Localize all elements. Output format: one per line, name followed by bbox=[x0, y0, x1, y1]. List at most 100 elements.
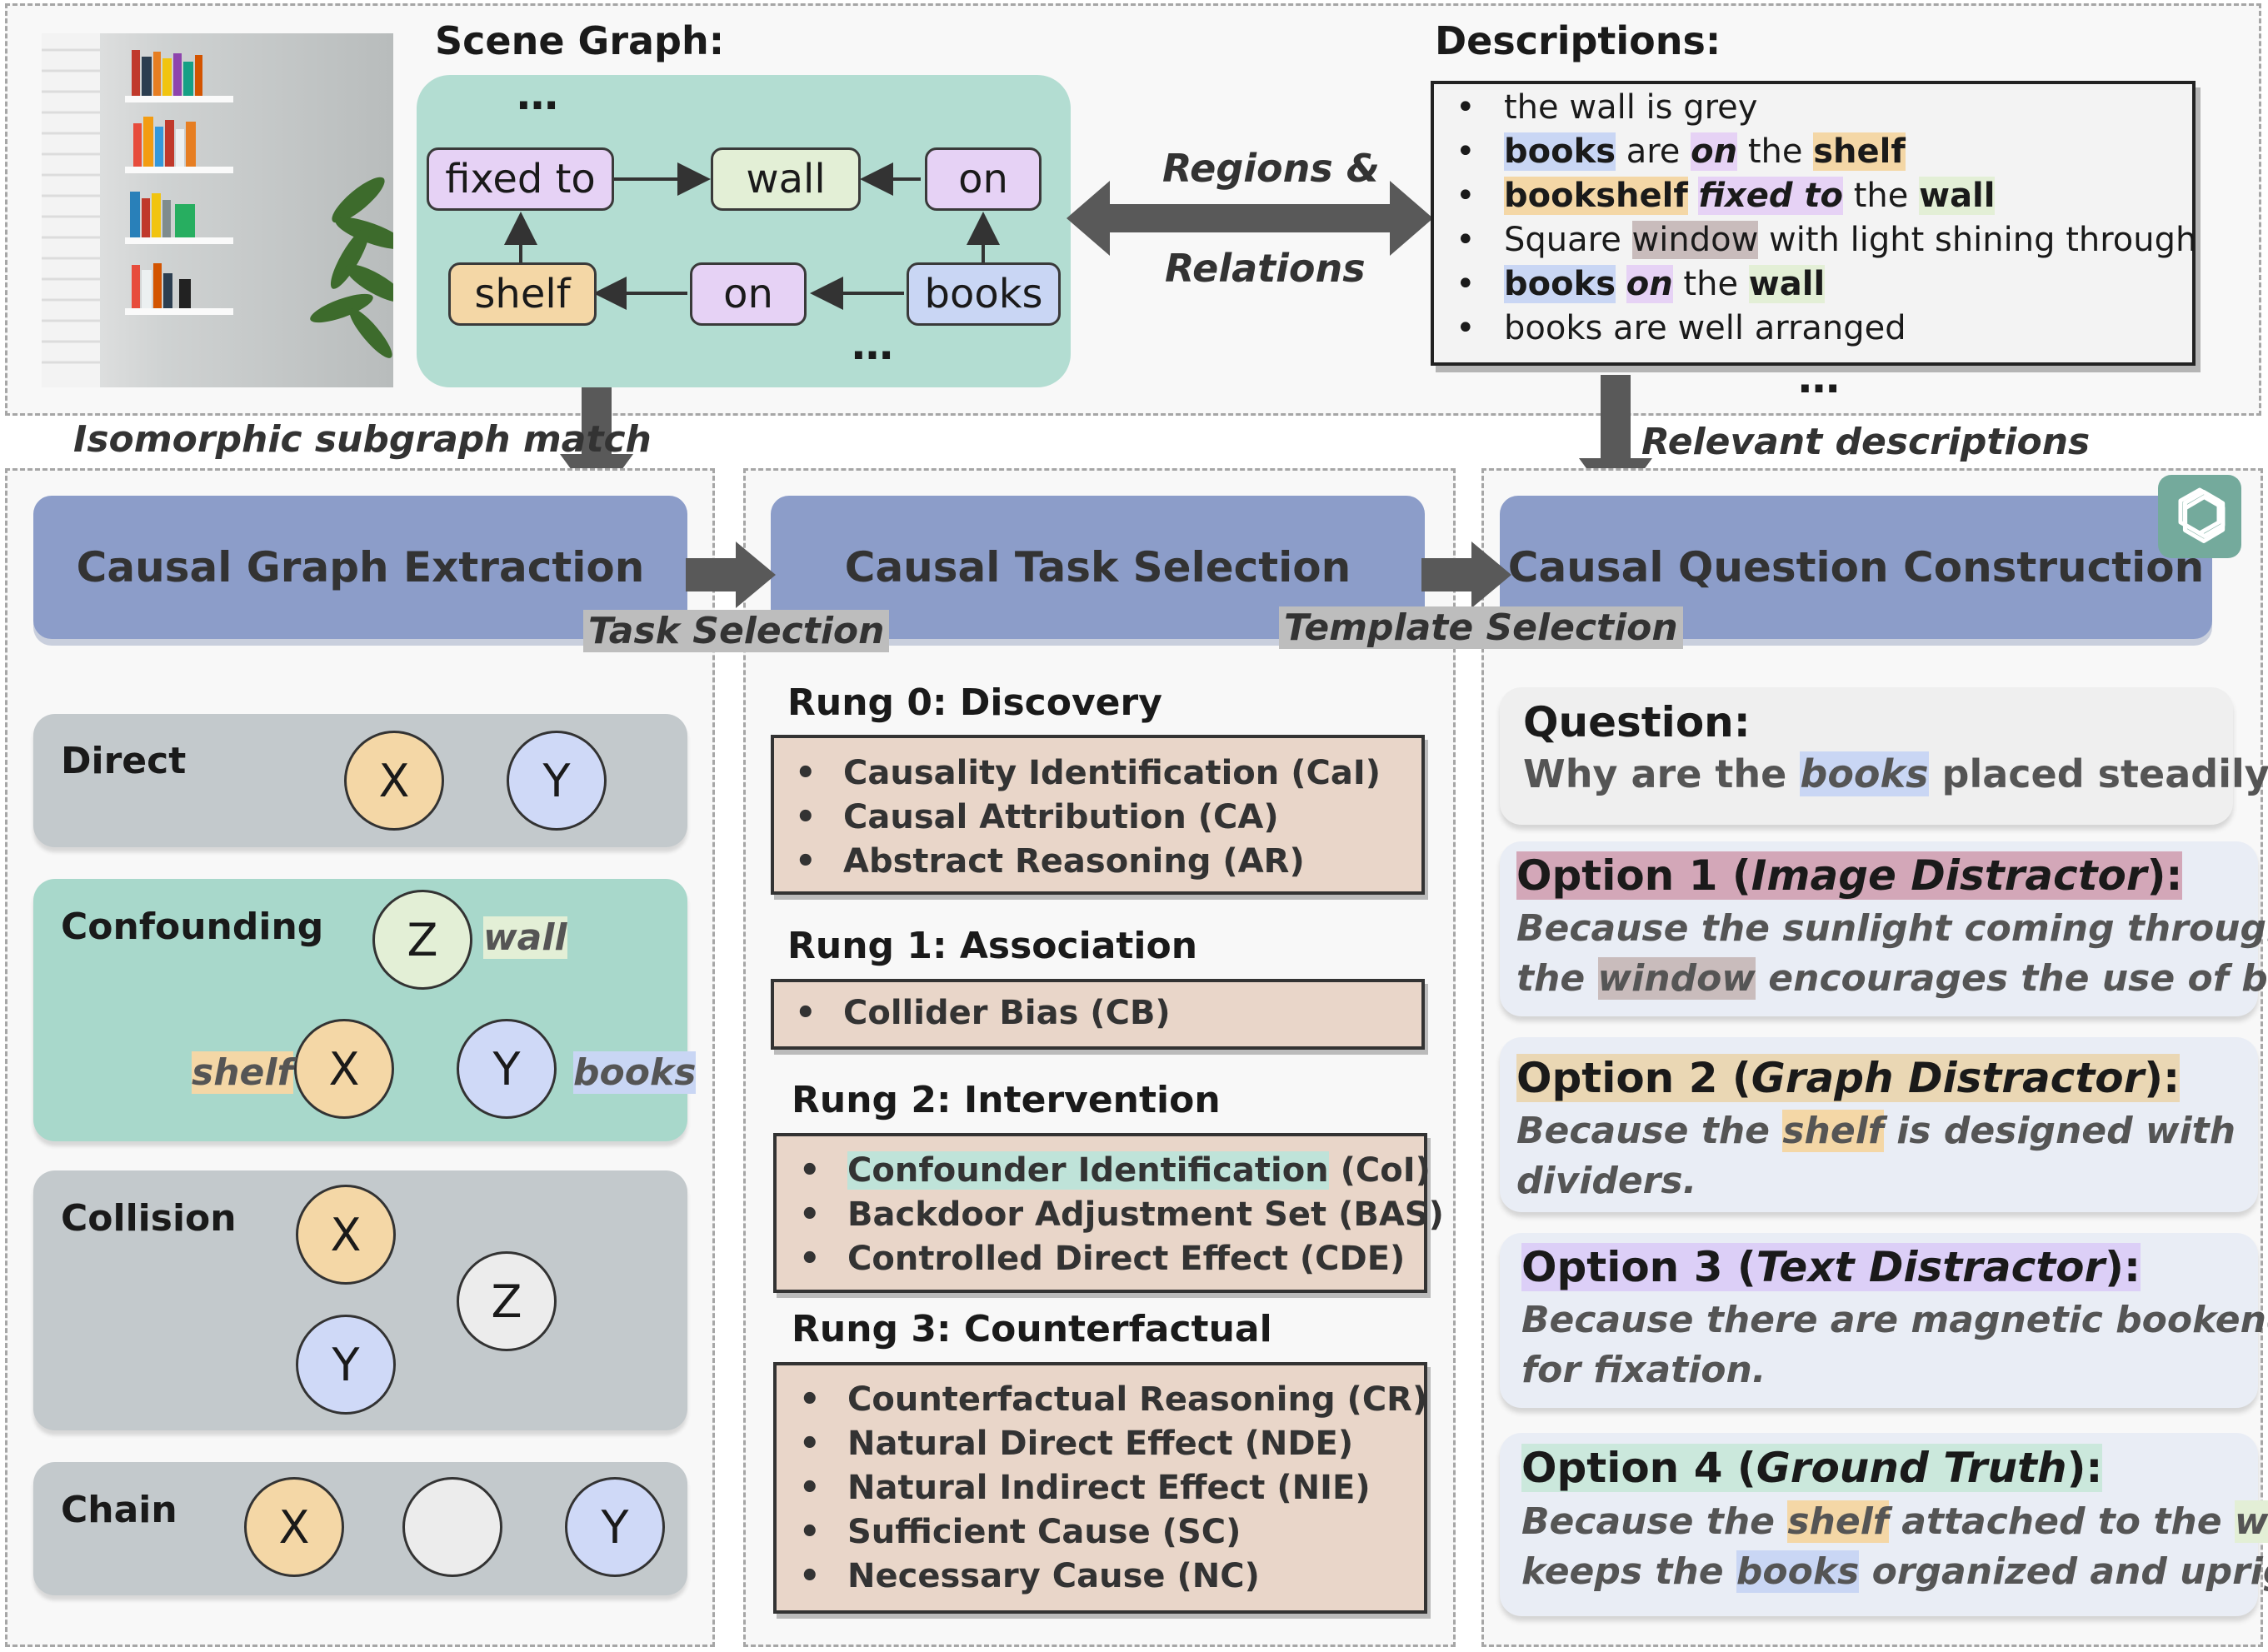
rung-item-text: Necessary Cause (NC) bbox=[847, 1557, 1260, 1595]
hl-on: on bbox=[1691, 132, 1738, 171]
hl-wall: wall bbox=[2234, 1500, 2268, 1543]
option-text: the bbox=[1516, 957, 1598, 1000]
option-text: organized and upright bbox=[1871, 1550, 2268, 1593]
header-construction: Causal Question Construction bbox=[1500, 496, 2212, 639]
node-shelf: shelf bbox=[448, 262, 597, 326]
bullet: • bbox=[1456, 177, 1476, 215]
label-shelf: shelf bbox=[192, 1051, 293, 1094]
arrow-selection-construction bbox=[1421, 542, 1511, 608]
bullet: • bbox=[799, 1425, 821, 1463]
rung-3-item-1: •Counterfactual Reasoning (CR) bbox=[799, 1380, 1428, 1419]
node-mediator bbox=[402, 1477, 502, 1577]
hl-bookshelf: bookshelf bbox=[1504, 177, 1688, 215]
option-close: ): bbox=[2144, 1054, 2181, 1102]
rung-2-item-1: • Confounder Identification (CoI) bbox=[799, 1151, 1431, 1190]
rung-item-text: Causality Identification (CaI) bbox=[843, 754, 1381, 792]
rung-item-text: Natural Indirect Effect (NIE) bbox=[847, 1469, 1371, 1507]
desc-item-5: •books on the wall bbox=[1456, 265, 1826, 303]
node-z: Z bbox=[457, 1251, 557, 1351]
option-4-line-1: Because the shelf attached to the wall bbox=[1521, 1497, 2268, 1547]
bookshelf-photo bbox=[42, 33, 393, 387]
desc-item-4: •Square window with light shining throug… bbox=[1456, 221, 2196, 259]
option-1-line-2: the window encourages the use of books. bbox=[1516, 954, 2268, 1004]
option-text: is designed with bbox=[1883, 1110, 2236, 1152]
rung-item-text: Natural Direct Effect (NDE) bbox=[847, 1425, 1354, 1463]
label-books: books bbox=[573, 1051, 697, 1094]
bullet: • bbox=[1456, 221, 1476, 259]
node-x: X bbox=[294, 1019, 394, 1119]
rung-item-text: Controlled Direct Effect (CDE) bbox=[847, 1240, 1406, 1278]
option-2-title: Option 2 (Graph Distractor): bbox=[1516, 1054, 2181, 1102]
double-arrow bbox=[1067, 181, 1433, 256]
bullet: • bbox=[799, 1469, 821, 1507]
option-2-line-2: dividers. bbox=[1516, 1160, 1697, 1202]
question-label: Question: bbox=[1523, 698, 1751, 746]
scene-graph-title: Scene Graph: bbox=[435, 18, 725, 63]
desc-text: are bbox=[1616, 132, 1691, 171]
option-2-line-1: Because the shelf is designed with bbox=[1516, 1106, 2236, 1156]
hl-wall: wall bbox=[1919, 177, 1996, 215]
bullet: • bbox=[1456, 88, 1476, 127]
bullet: • bbox=[795, 994, 817, 1032]
option-label: Option 3 ( bbox=[1521, 1243, 1756, 1291]
option-kind: Image Distractor bbox=[1751, 851, 2147, 900]
desc-text: books are well arranged bbox=[1504, 309, 1906, 347]
rung-1-item-1: • Collider Bias (CB) bbox=[795, 994, 1171, 1032]
node-x: X bbox=[296, 1185, 396, 1285]
bullet: • bbox=[799, 1557, 821, 1595]
option-kind: Ground Truth bbox=[1756, 1444, 2067, 1492]
bullet: • bbox=[795, 798, 817, 836]
option-close: ): bbox=[2066, 1444, 2103, 1492]
node-y: Y bbox=[296, 1315, 396, 1415]
hl-fixed-to: fixed to bbox=[1698, 177, 1844, 215]
hl-wall: wall bbox=[1748, 265, 1826, 303]
node-z: Z bbox=[372, 890, 472, 990]
tag-task-selection: Task Selection bbox=[583, 610, 890, 652]
desc-item-2: •books are on the shelf bbox=[1456, 132, 1906, 171]
rung-2-item-3: •Controlled Direct Effect (CDE) bbox=[799, 1240, 1406, 1278]
arrow-extraction-selection bbox=[686, 542, 776, 608]
option-1-line-1: Because the sunlight coming through bbox=[1516, 907, 2268, 950]
bullet: • bbox=[1456, 132, 1476, 171]
rung-item-suffix: (CoI) bbox=[1328, 1151, 1431, 1190]
node-x: X bbox=[244, 1477, 344, 1577]
desc-text: the bbox=[1843, 177, 1920, 215]
label-wall: wall bbox=[483, 916, 567, 959]
rung-2-item-2: •Backdoor Adjustment Set (BAS) bbox=[799, 1195, 1444, 1234]
node-y: Y bbox=[565, 1477, 665, 1577]
rung-item-text: Causal Attribution (CA) bbox=[843, 798, 1279, 836]
option-text: encourages the use of books. bbox=[1768, 957, 2268, 1000]
graph-title-direct: Direct bbox=[61, 740, 187, 782]
hl-shelf: shelf bbox=[1782, 1110, 1884, 1152]
descriptions-title: Descriptions: bbox=[1435, 18, 1721, 63]
desc-text: Square bbox=[1504, 221, 1632, 259]
rung-3-item-5: • Necessary Cause (NC) bbox=[799, 1557, 1260, 1595]
question-text-1: Why are the bbox=[1523, 751, 1801, 796]
option-label: Option 1 ( bbox=[1516, 851, 1751, 900]
hl-window: window bbox=[1597, 957, 1756, 1000]
rung-0-title: Rung 0: Discovery bbox=[787, 681, 1162, 724]
option-text: Because the bbox=[1521, 1500, 1788, 1543]
option-4-line-2: keeps the books organized and upright bbox=[1521, 1547, 2268, 1597]
desc-text: the bbox=[1737, 132, 1814, 171]
desc-item-3: • bookshelf fixed to the wall bbox=[1456, 177, 1996, 215]
ellipsis-top: … bbox=[517, 71, 558, 119]
ellipsis-bottom: … bbox=[852, 321, 893, 369]
graph-title-collision: Collision bbox=[61, 1197, 237, 1240]
bullet: • bbox=[799, 1151, 821, 1190]
rung-item-highlight: Confounder Identification bbox=[847, 1151, 1329, 1190]
regions-label-2: Relations bbox=[1165, 246, 1366, 291]
hl-window: window bbox=[1631, 221, 1759, 259]
hl-shelf: shelf bbox=[1813, 132, 1906, 171]
node-books: books bbox=[907, 262, 1061, 326]
rung-item-text: Counterfactual Reasoning (CR) bbox=[847, 1380, 1428, 1419]
rung-3-item-4: •Sufficient Cause (SC) bbox=[799, 1513, 1241, 1551]
option-kind: Graph Distractor bbox=[1751, 1054, 2145, 1102]
node-on-bottom: on bbox=[690, 262, 807, 326]
rung-item-text: Collider Bias (CB) bbox=[843, 994, 1171, 1032]
option-close: ): bbox=[2146, 851, 2183, 900]
option-text: Because the bbox=[1516, 1110, 1783, 1152]
bullet: • bbox=[799, 1195, 821, 1234]
desc-item-1: •the wall is grey bbox=[1456, 88, 1757, 127]
